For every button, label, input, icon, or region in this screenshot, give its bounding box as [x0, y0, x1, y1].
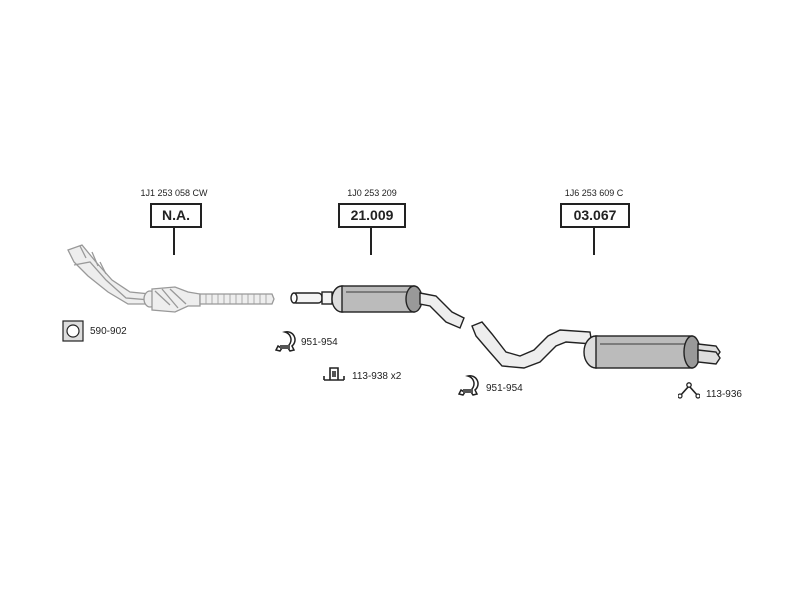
accessory-code-gasket[interactable]: 590-902 [90, 326, 127, 337]
accessory-code-clamp-2[interactable]: 951-954 [486, 383, 523, 394]
centre-silencer [290, 285, 465, 329]
gasket-icon [62, 320, 84, 342]
leader-line-front-pipe [173, 228, 175, 255]
hanger-icon [678, 382, 700, 399]
rear-silencer [471, 321, 721, 369]
ref-number-rear-silencer[interactable]: 03.067 [560, 203, 630, 228]
leader-line-centre-silencer [370, 228, 372, 255]
accessory-code-bracket[interactable]: 113-938 x2 [352, 371, 402, 382]
ref-number-centre-silencer[interactable]: 21.009 [338, 203, 406, 228]
leader-line-rear-silencer [593, 228, 595, 255]
ref-number-front-pipe[interactable]: N.A. [150, 203, 202, 228]
bracket-icon [323, 367, 345, 381]
oem-number-rear-silencer: 1J6 253 609 C [564, 188, 624, 198]
oem-number-front-pipe: 1J1 253 058 CW [140, 188, 208, 198]
clamp-icon [457, 374, 479, 396]
clamp-icon [274, 330, 296, 352]
accessory-code-hanger[interactable]: 113-936 [706, 389, 742, 400]
oem-number-centre-silencer: 1J0 253 209 [347, 188, 397, 198]
accessory-code-clamp-1[interactable]: 951-954 [301, 337, 338, 348]
front-pipe-catalyst [67, 244, 275, 313]
